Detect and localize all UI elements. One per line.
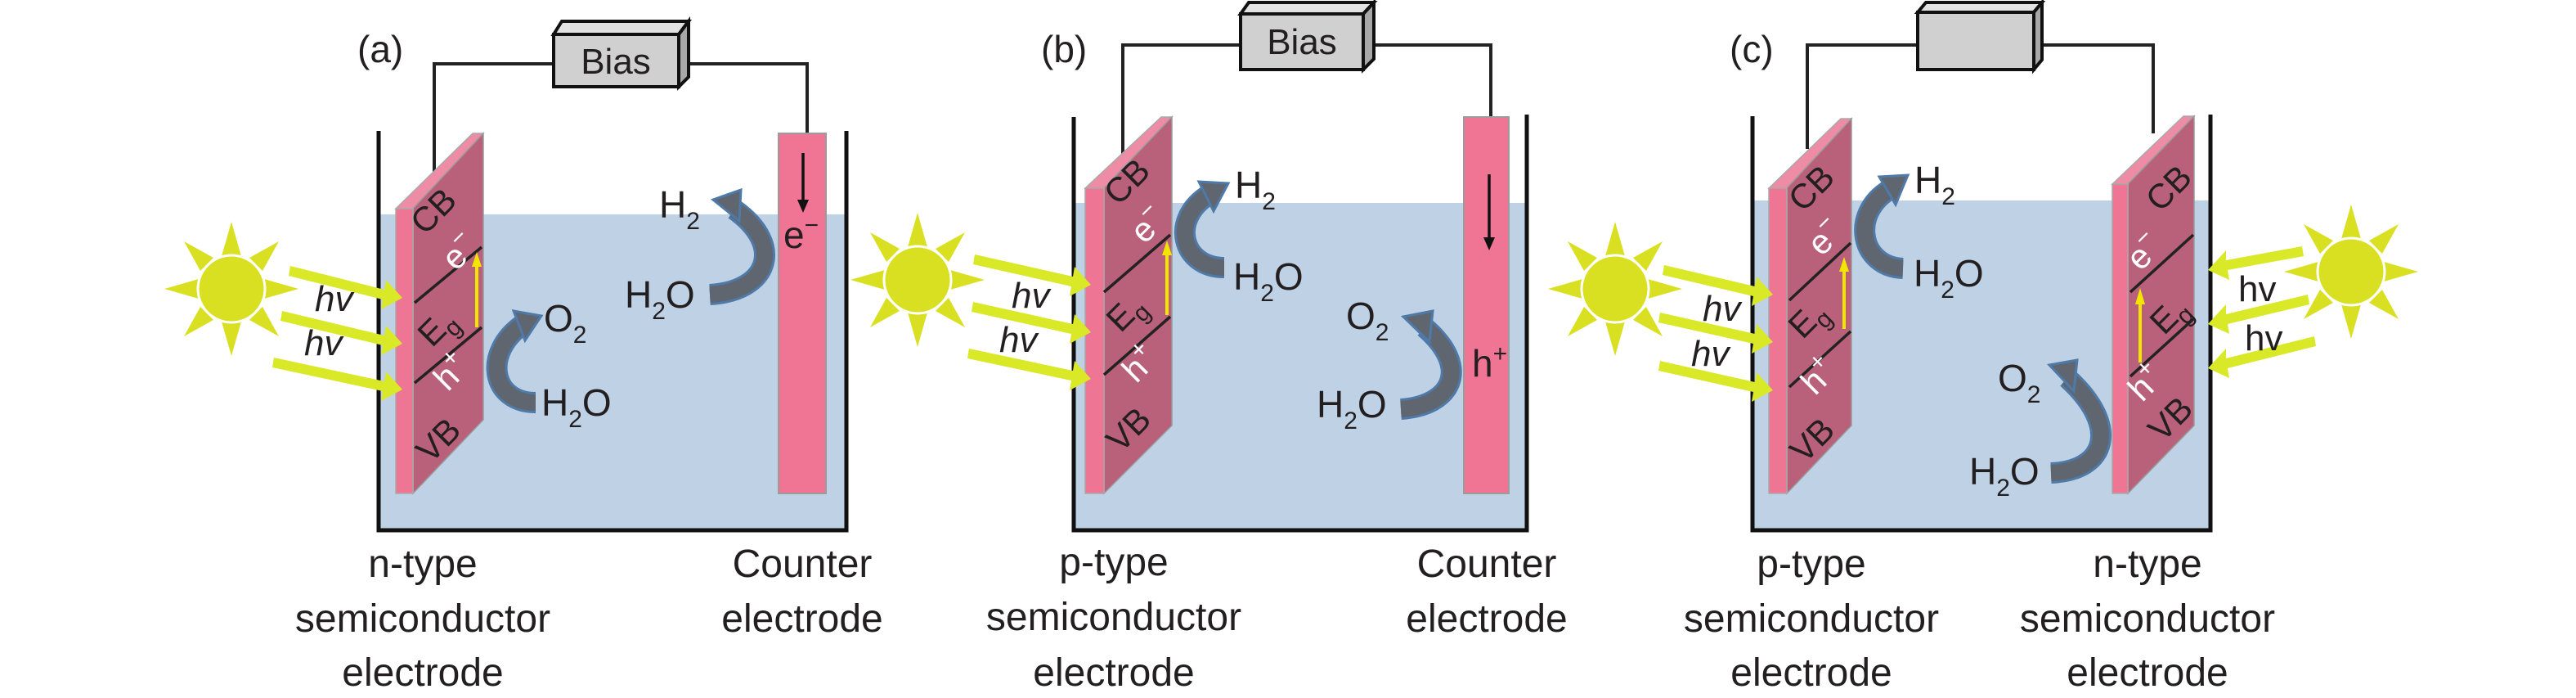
h2o-reactant: H2O: [541, 381, 612, 433]
vb-edge-line: [2129, 317, 2195, 378]
bias-box: [1914, 0, 2046, 74]
electrode-caption: electrode: [1033, 651, 1194, 695]
photon-label: hv: [315, 279, 355, 319]
cb-edge-line: [413, 245, 483, 304]
wire-right: [2042, 43, 2155, 133]
wire-left: [1806, 43, 1918, 149]
panel-tag: (a): [357, 28, 403, 70]
h2o-reactant: H2O: [1233, 255, 1304, 307]
sun-icon: [1546, 220, 1684, 358]
photon-label: hv: [1703, 289, 1743, 329]
photon-label: hv: [999, 320, 1039, 360]
semiconductor-electrode-left: CB e− Eg h+ VB: [1767, 117, 1853, 495]
electrode-caption: p-type: [1757, 543, 1865, 586]
hydrogen-evolution-arrow: [1174, 180, 1231, 278]
semiconductor-electrode: CB e− Eg h+ VB: [1084, 115, 1174, 495]
panel-b: (b) Bias CB e− Eg h+ VB: [849, 0, 1568, 695]
counter-carrier-label: e−: [783, 212, 819, 256]
beaker: [376, 131, 849, 533]
h2o-reactant: H2O: [1914, 252, 1984, 304]
light-beams: [272, 266, 402, 401]
electrode-caption: semiconductor: [295, 597, 550, 641]
h2o-reactant: H2O: [1969, 450, 2040, 502]
sun-icon: [163, 220, 300, 358]
oxygen-evolution-arrow: [1399, 309, 1462, 420]
counter-caption: Counter: [1417, 543, 1557, 586]
panel-a: (a) Bias CB e− Eg h+ VB: [163, 16, 883, 695]
cb-edge-line: [1788, 241, 1852, 302]
counter-electrode: e−: [778, 133, 827, 494]
electrode-caption: n-type: [2093, 543, 2201, 586]
wire-right: [1374, 43, 1492, 117]
electrode-caption: semiconductor: [986, 596, 1241, 639]
counter-caption: Counter: [733, 543, 873, 586]
bias-label: Bias: [581, 42, 651, 82]
counter-carrier-label: h+: [1472, 340, 1507, 385]
photon-label: hv: [1691, 334, 1731, 374]
h2-product: H2: [1914, 159, 1955, 210]
electrode-caption: electrode: [2067, 651, 2228, 695]
vb-edge-line: [1788, 330, 1852, 389]
panel-tag: (c): [1730, 28, 1774, 70]
o2-product: O2: [544, 297, 586, 349]
photon-label: hv: [304, 323, 344, 363]
vb-edge-line: [413, 326, 483, 385]
electrode-caption: semiconductor: [1684, 597, 1939, 641]
bias-label: Bias: [1267, 22, 1337, 62]
cb-edge-line: [2129, 233, 2195, 294]
panel-c: (c) CB e− Eg h+ VB: [1546, 0, 2420, 695]
electrode-caption: n-type: [368, 543, 477, 586]
counter-caption: electrode: [1406, 597, 1567, 641]
light-beams: [967, 254, 1091, 390]
bias-box: Bias: [550, 16, 692, 91]
sun-icon: [2282, 203, 2420, 340]
counter-electrode: h+: [1463, 116, 1510, 494]
electrode-caption: semiconductor: [2020, 597, 2275, 641]
wire-left: [433, 62, 554, 172]
h2o-reactant: H2O: [1317, 383, 1387, 435]
wire-right: [689, 62, 809, 133]
semiconductor-electrode: CB e− Eg h+ VB: [394, 132, 485, 495]
panel-tag: (b): [1041, 28, 1087, 70]
oxygen-evolution-arrow: [2047, 358, 2112, 484]
h2-product: H2: [659, 183, 700, 235]
light-beams-right: [2208, 246, 2316, 378]
counter-caption: electrode: [721, 597, 882, 641]
semiconductor-electrode-right: CB e− Eg h+ VB: [2111, 115, 2200, 495]
photon-label: hv: [2238, 269, 2276, 309]
wire-left: [1121, 43, 1241, 158]
o2-product: O2: [1998, 357, 2040, 408]
hydrogen-evolution-arrow: [708, 187, 775, 305]
oxygen-evolution-arrow: [486, 309, 544, 413]
h2o-reactant: H2O: [625, 273, 695, 325]
h2-product: H2: [1235, 164, 1276, 215]
electrode-caption: electrode: [1730, 651, 1892, 695]
cb-edge-line: [1102, 233, 1172, 294]
light-beams-left: [1658, 265, 1773, 402]
photon-label: hv: [1012, 276, 1052, 316]
photon-label: hv: [2245, 318, 2282, 358]
hydrogen-evolution-arrow: [1854, 173, 1910, 279]
o2-product: O2: [1346, 295, 1389, 346]
bias-box: Bias: [1237, 0, 1378, 74]
electrode-caption: electrode: [342, 651, 503, 695]
vb-edge-line: [1102, 315, 1172, 376]
electrode-caption: p-type: [1059, 541, 1168, 584]
sun-icon: [849, 211, 986, 349]
